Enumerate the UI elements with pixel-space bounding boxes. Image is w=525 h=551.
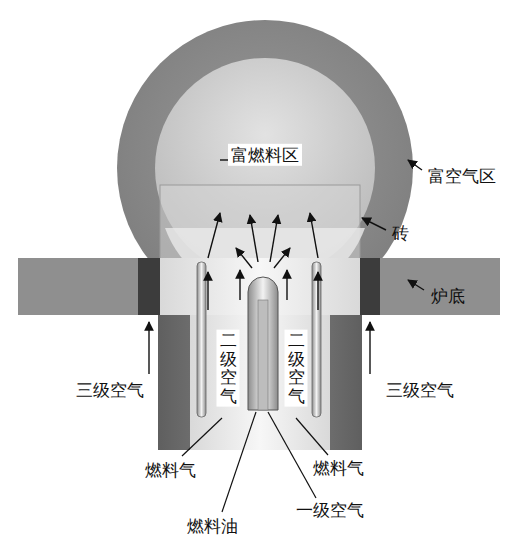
part-label: 砖: [392, 223, 409, 243]
flow-label: 燃料气: [145, 460, 196, 480]
part-label: 炉底: [431, 286, 465, 306]
flow-label: 二级空气: [217, 330, 240, 407]
flow-label: 燃料气: [313, 458, 364, 478]
flow-label: 三级空气: [76, 380, 144, 400]
flow-label: 二级空气: [285, 330, 308, 407]
zone-label: 富空气区: [428, 166, 496, 186]
flow-label: 三级空气: [386, 380, 454, 400]
flow-label: 一级空气: [296, 500, 364, 520]
flow-label: 燃料油: [187, 516, 238, 536]
zone-label: 富燃料区: [228, 144, 302, 166]
